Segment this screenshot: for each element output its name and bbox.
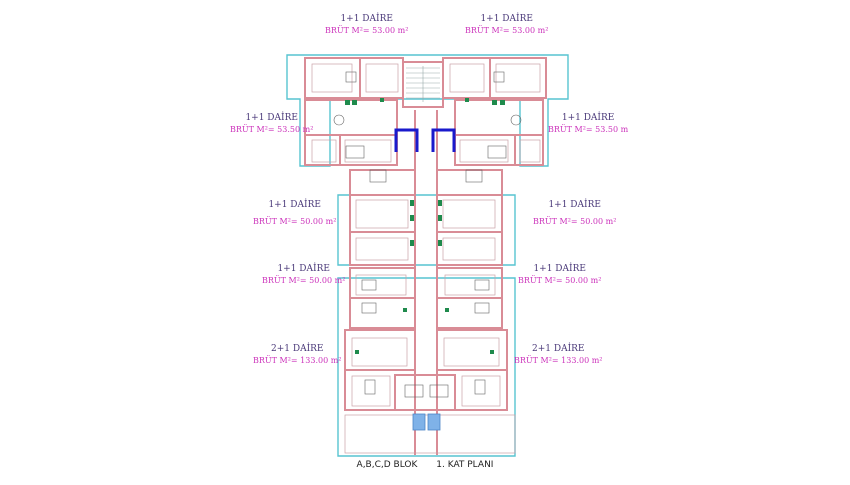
unit-label-top-right: 1+1 DAİRE BRÜT M²= 53.00 m² bbox=[465, 15, 548, 35]
unit-label-upper-right: 1+1 DAİRE BRÜT M²= 53.50 m bbox=[548, 114, 628, 134]
unit-label-mid-left: 1+1 DAİRE BRÜT M²= 50.00 m² bbox=[253, 201, 336, 226]
unit-label-lower-left: 1+1 DAİRE BRÜT M²= 50.00 m² bbox=[262, 265, 345, 285]
unit-area: BRÜT M²= 50.00 m² bbox=[262, 276, 346, 285]
unit-area: BRÜT M²= 53.00 m² bbox=[325, 26, 409, 35]
unit-area: BRÜT M²= 133.00 m² bbox=[514, 356, 603, 365]
unit-area: BRÜT M²= 53.50 m bbox=[548, 125, 629, 134]
block-names: A,B,C,D BLOK bbox=[356, 460, 418, 470]
unit-label-upper-left: 1+1 DAİRE BRÜT M²= 53.50 m² bbox=[230, 114, 313, 134]
furniture bbox=[333, 71, 522, 398]
pool-areas bbox=[412, 413, 441, 431]
elevator-shafts bbox=[394, 128, 456, 152]
balcony-outlines bbox=[286, 54, 569, 457]
unit-type: 1+1 DAİRE bbox=[340, 14, 393, 24]
unit-area: BRÜT M²= 53.50 m² bbox=[230, 125, 314, 134]
unit-label-bottom-left: 2+1 DAİRE BRÜT M²= 133.00 m² bbox=[253, 345, 342, 365]
unit-area: BRÜT M²= 53.00 m² bbox=[465, 26, 549, 35]
unit-type: 1+1 DAİRE bbox=[277, 264, 330, 274]
unit-area: BRÜT M²= 50.00 m² bbox=[518, 276, 602, 285]
unit-type: 1+1 DAİRE bbox=[480, 14, 533, 24]
unit-label-bottom-right: 2+1 DAİRE BRÜT M²= 133.00 m² bbox=[514, 345, 603, 365]
unit-type: 1+1 DAİRE bbox=[268, 200, 321, 210]
plan-caption: A,B,C,D BLOK 1. KAT PLANI bbox=[0, 460, 850, 470]
floor-name: 1. KAT PLANI bbox=[436, 460, 494, 470]
unit-label-top-left: 1+1 DAİRE BRÜT M²= 53.00 m² bbox=[325, 15, 408, 35]
staircase bbox=[406, 66, 440, 102]
unit-type: 1+1 DAİRE bbox=[533, 264, 586, 274]
walls bbox=[304, 57, 547, 455]
unit-type: 1+1 DAİRE bbox=[561, 113, 615, 123]
unit-type: 1+1 DAİRE bbox=[548, 200, 601, 210]
unit-area: BRÜT M²= 50.00 m² bbox=[253, 217, 337, 226]
unit-area: BRÜT M²= 133.00 m² bbox=[253, 356, 342, 365]
unit-type: 2+1 DAİRE bbox=[532, 344, 585, 354]
bathroom-fixtures bbox=[345, 98, 505, 354]
unit-area: BRÜT M²= 50.00 m² bbox=[533, 217, 617, 226]
unit-label-mid-right: 1+1 DAİRE BRÜT M²= 50.00 m² bbox=[533, 201, 616, 226]
unit-type: 2+1 DAİRE bbox=[271, 344, 324, 354]
unit-type: 1+1 DAİRE bbox=[245, 113, 298, 123]
unit-label-lower-right: 1+1 DAİRE BRÜT M²= 50.00 m² bbox=[518, 265, 601, 285]
interior-lines bbox=[311, 63, 541, 454]
